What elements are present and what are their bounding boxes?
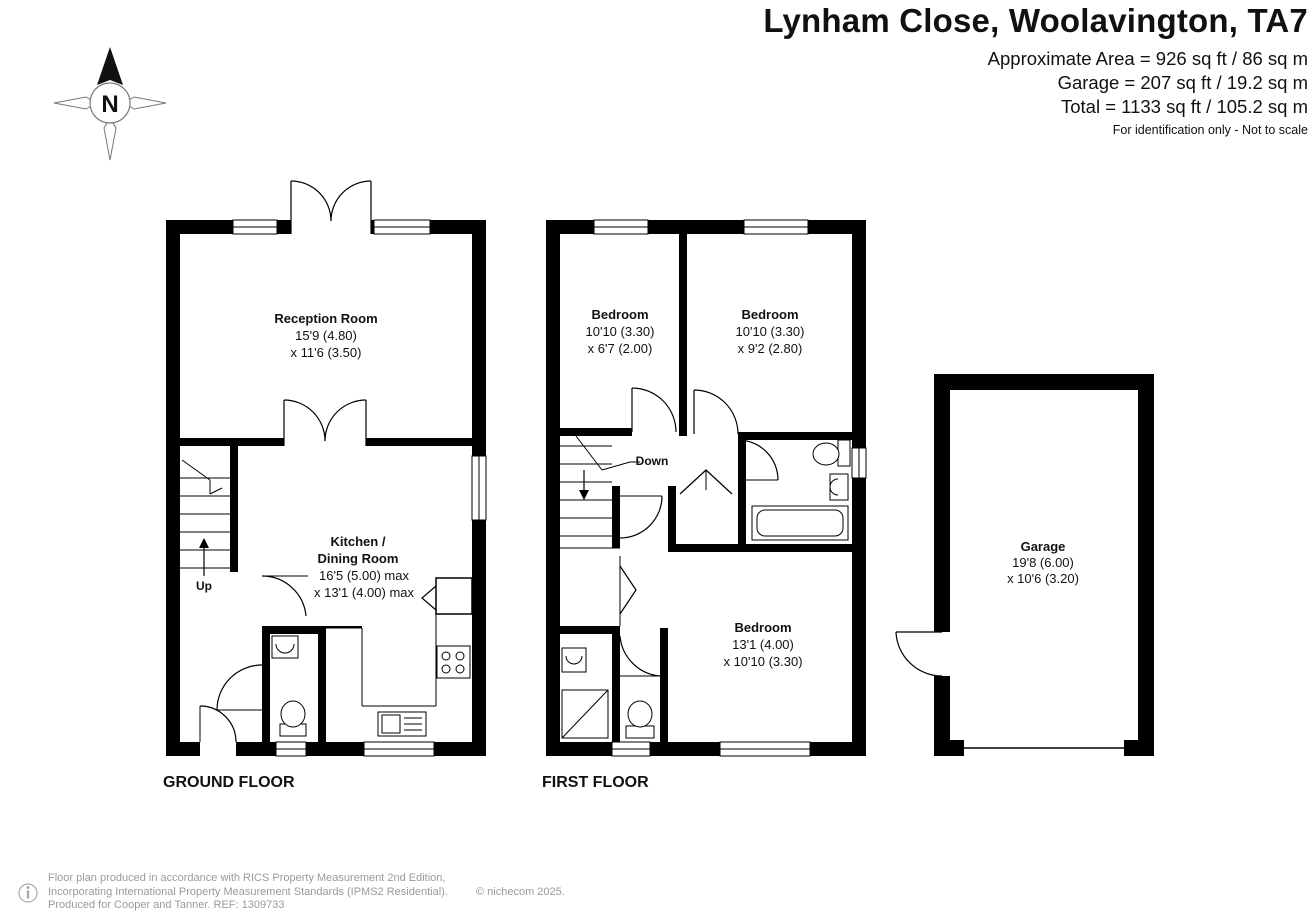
- garage-plan: [895, 374, 1154, 756]
- total-area: Total = 1133 sq ft / 105.2 sq m: [1061, 96, 1308, 117]
- first-floor-label: FIRST FLOOR: [542, 774, 649, 791]
- footer-brand: © nichecom 2025.: [476, 886, 565, 898]
- bedroom2-dim1: 10'10 (3.30): [736, 324, 805, 339]
- property-title: Lynham Close, Woolavington, TA7: [763, 2, 1308, 39]
- footer-line-3: Produced for Cooper and Tanner. REF: 130…: [48, 899, 285, 911]
- compass-north-label: N: [101, 91, 118, 118]
- bedroom2-dim2: x 9'2 (2.80): [738, 341, 803, 356]
- reception-room-dim1: 15'9 (4.80): [295, 328, 357, 343]
- room-labels: Reception Room 15'9 (4.80) x 11'6 (3.50)…: [196, 307, 1079, 669]
- bedroom3-dim1: 13'1 (4.00): [732, 637, 794, 652]
- ground-floor-label: GROUND FLOOR: [163, 774, 295, 791]
- bedroom2-name: Bedroom: [741, 307, 798, 322]
- bedroom3-dim2: x 10'10 (3.30): [723, 654, 802, 669]
- bedroom1-dim2: x 6'7 (2.00): [588, 341, 653, 356]
- bedroom1-name: Bedroom: [591, 307, 648, 322]
- approximate-area: Approximate Area = 926 sq ft / 86 sq m: [987, 48, 1308, 69]
- garage-area: Garage = 207 sq ft / 19.2 sq m: [1057, 72, 1308, 93]
- ground-floor-plan: [166, 180, 487, 757]
- garage-dim2: x 10'6 (3.20): [1007, 571, 1079, 586]
- kitchen-dim1: 16'5 (5.00) max: [319, 568, 409, 583]
- compass-icon: N: [53, 47, 167, 161]
- reception-room-dim2: x 11'6 (3.50): [291, 345, 362, 360]
- garage-name: Garage: [1021, 539, 1066, 554]
- kitchen-name-2: Dining Room: [318, 551, 399, 566]
- stairs-down-label: Down: [636, 454, 669, 468]
- scale-note: For identification only - Not to scale: [1112, 123, 1308, 137]
- bedroom1-dim1: 10'10 (3.30): [586, 324, 655, 339]
- kitchen-name-1: Kitchen /: [331, 534, 386, 549]
- info-icon: [18, 883, 38, 903]
- footer-line-2: Incorporating International Property Mea…: [48, 885, 448, 898]
- garage-dim1: 19'8 (6.00): [1012, 555, 1074, 570]
- reception-room-name: Reception Room: [274, 311, 377, 326]
- first-floor-plan: [546, 219, 867, 757]
- bedroom3-name: Bedroom: [734, 620, 791, 635]
- stairs-up-label: Up: [196, 579, 212, 593]
- footer-line-1: Floor plan produced in accordance with R…: [48, 872, 446, 884]
- footer-disclaimer: Floor plan produced in accordance with R…: [48, 872, 448, 913]
- kitchen-dim2: x 13'1 (4.00) max: [314, 585, 415, 600]
